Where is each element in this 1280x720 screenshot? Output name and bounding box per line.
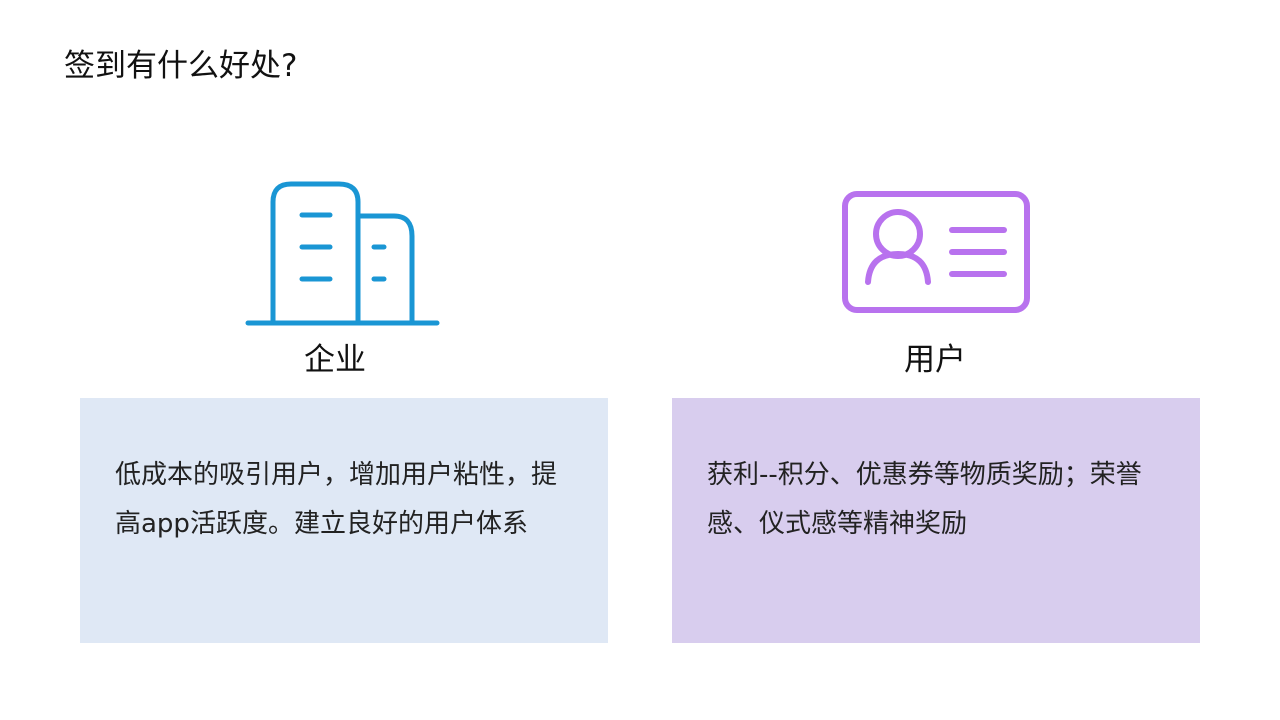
page-title: 签到有什么好处?: [64, 48, 298, 84]
user-benefits-text: 获利--积分、优惠券等物质奖励；荣誉感、仪式感等精神奖励: [707, 460, 1142, 539]
building-icon: [244, 180, 440, 328]
column-label-user: 用户: [904, 342, 966, 378]
id-card-icon: [840, 190, 1032, 316]
user-benefits-card: 获利--积分、优惠券等物质奖励；荣誉感、仪式感等精神奖励: [672, 398, 1200, 643]
enterprise-benefits-card: 低成本的吸引用户，增加用户粘性，提高app活跃度。建立良好的用户体系: [80, 398, 608, 643]
enterprise-benefits-text: 低成本的吸引用户，增加用户粘性，提高app活跃度。建立良好的用户体系: [115, 460, 558, 539]
column-label-enterprise: 企业: [304, 342, 366, 378]
